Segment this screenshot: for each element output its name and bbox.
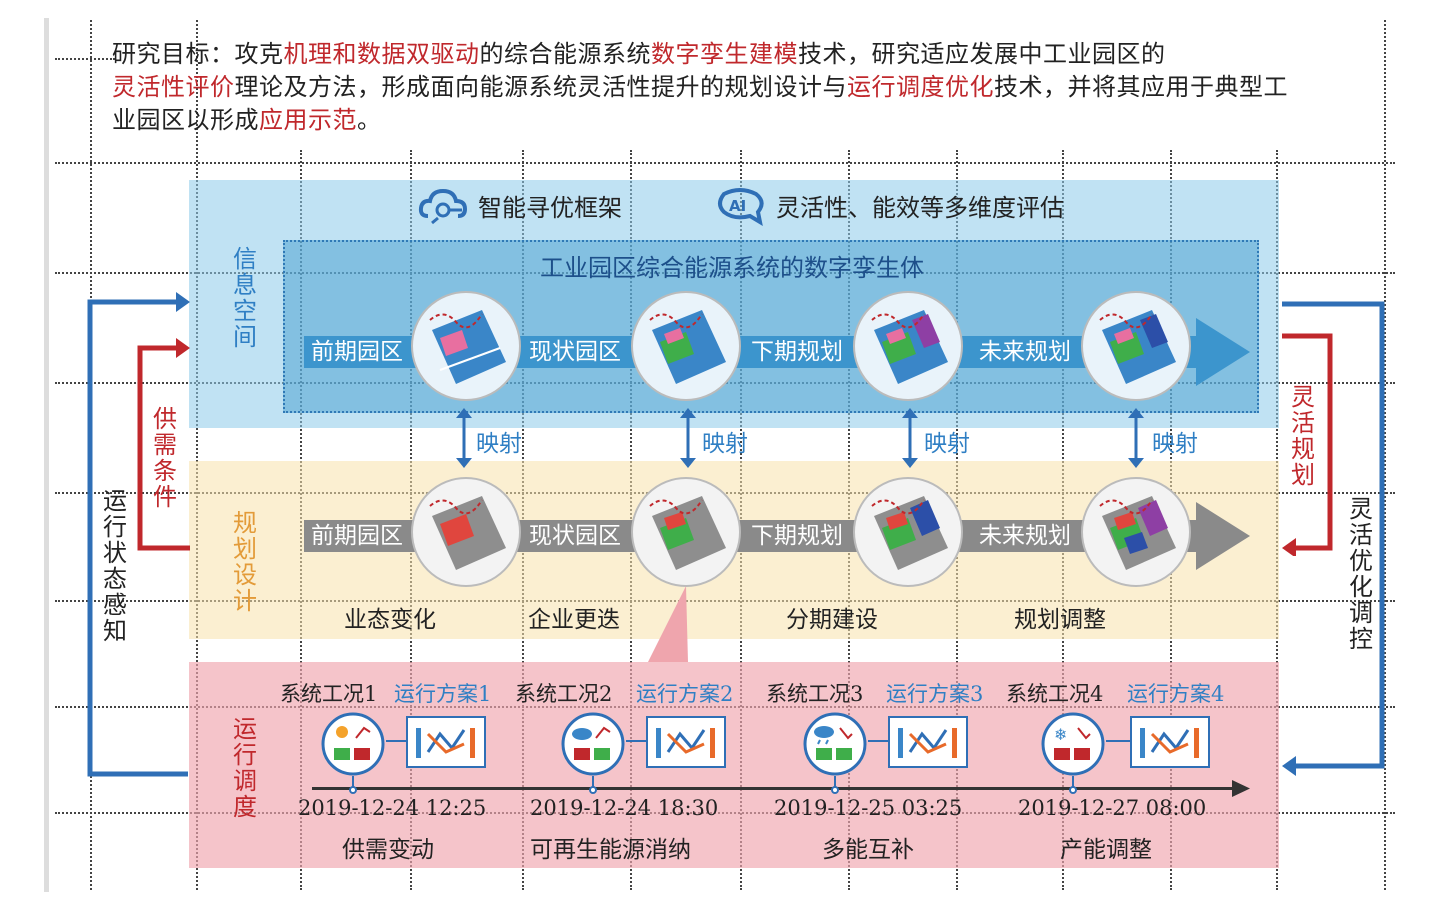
grid-line — [55, 162, 1395, 164]
stage-label: 下期规划 — [751, 523, 843, 549]
plan-caption: 业态变化 — [344, 607, 436, 633]
dispatch-chart-icon — [888, 716, 968, 768]
mapping-label: 映射 — [1152, 431, 1198, 457]
scenario-caption: 多能互补 — [822, 837, 914, 863]
cloud-gear-icon — [418, 188, 468, 225]
intro-highlight: 运行调度优化 — [847, 73, 994, 101]
dispatch-chart-icon — [406, 716, 486, 768]
connector — [626, 740, 646, 742]
stage-label: 前期园区 — [311, 523, 403, 549]
flex-planning-loop-arrow — [1282, 333, 1333, 556]
mapping-arrow-icon — [1128, 408, 1144, 468]
intro-text: 理论及方法，形成面向能源系统灵活性提升的规划设计与 — [234, 73, 847, 101]
scenario-condition: 系统工况1 — [280, 682, 378, 706]
scenario-caption: 供需变动 — [342, 837, 434, 863]
connector — [868, 740, 888, 742]
mapping-label: 映射 — [476, 431, 522, 457]
plan-caption: 规划调整 — [1014, 607, 1106, 633]
scenario-plan: 运行方案3 — [886, 682, 984, 706]
mapping-label: 映射 — [702, 431, 748, 457]
grid-line — [55, 58, 115, 60]
park-map-plan-3 — [853, 477, 963, 587]
intro-text: 的综合能源系统 — [479, 40, 651, 68]
framework-label: 智能寻优框架 — [478, 194, 622, 222]
scenario-plan: 运行方案1 — [394, 682, 492, 706]
intro-highlight: 灵活性评价 — [112, 73, 235, 101]
park-map-info-4 — [1081, 291, 1191, 401]
park-map-info-3 — [853, 291, 963, 401]
stage-label: 现状园区 — [529, 339, 621, 365]
twin-title: 工业园区综合能源系统的数字孪生体 — [540, 254, 924, 282]
svg-text:AI: AI — [729, 197, 746, 215]
research-goal-text: 研究目标：攻克机理和数据双驱动的综合能源系统数字孪生建模技术，研究适应发展中工业… — [112, 38, 1292, 137]
mapping-arrow-icon — [456, 408, 472, 468]
sun-icon — [321, 712, 385, 794]
mapping-label: 映射 — [924, 431, 970, 457]
ai-brain-icon: AI — [718, 188, 764, 226]
park-map-plan-1 — [411, 477, 521, 587]
snow-icon: ❄ — [1041, 712, 1105, 794]
grid-line — [1384, 20, 1386, 890]
stage-label: 前期园区 — [311, 339, 403, 365]
svg-text:❄: ❄ — [1054, 725, 1067, 744]
supply-demand-loop-arrow — [137, 338, 190, 551]
status-sensing-loop-arrow — [87, 292, 190, 777]
park-map-plan-4 — [1081, 477, 1191, 587]
scenario-time: 2019-12-27 08:00 — [1018, 796, 1207, 820]
scenario-plan: 运行方案4 — [1127, 682, 1225, 706]
intro-highlight: 应用示范 — [259, 106, 357, 134]
scenario-time: 2019-12-24 12:25 — [298, 796, 487, 820]
arrow-right-icon — [1196, 502, 1250, 570]
callout-pointer — [648, 586, 688, 662]
plan-caption: 分期建设 — [786, 607, 878, 633]
page-margin-bar — [44, 18, 49, 892]
stage-label: 下期规划 — [751, 339, 843, 365]
connector — [386, 740, 406, 742]
scenario-condition: 系统工况3 — [766, 682, 864, 706]
rain-icon — [803, 712, 867, 794]
stage-label: 现状园区 — [529, 523, 621, 549]
scenario-time: 2019-12-24 18:30 — [530, 796, 719, 820]
grid-line — [196, 20, 198, 890]
intro-text: 研究目标：攻克 — [112, 40, 284, 68]
park-map-info-2 — [631, 291, 741, 401]
plan-caption: 企业更迭 — [528, 607, 620, 633]
mapping-arrow-icon — [902, 408, 918, 468]
scenario-condition: 系统工况4 — [1006, 682, 1104, 706]
park-map-plan-2 — [631, 477, 741, 587]
band-label-plan: 规划设计 — [233, 509, 257, 615]
stage-label: 未来规划 — [979, 523, 1071, 549]
scenario-caption: 可再生能源消纳 — [530, 837, 691, 863]
scenario-time: 2019-12-25 03:25 — [774, 796, 963, 820]
arrow-right-icon — [1196, 318, 1250, 386]
info-space-band — [189, 180, 1279, 428]
timeline-axis — [312, 787, 1236, 790]
mapping-arrow-icon — [680, 408, 696, 468]
stage-label: 未来规划 — [979, 339, 1071, 365]
intro-highlight: 机理和数据双驱动 — [283, 40, 480, 68]
evaluation-label: 灵活性、能效等多维度评估 — [776, 194, 1064, 222]
flex-planning-label: 灵活规划 — [1291, 383, 1315, 489]
band-label-op: 运行调度 — [233, 715, 257, 821]
status-sensing-label: 运行状态感知 — [103, 487, 127, 645]
cloud-icon — [561, 712, 625, 794]
flex-control-loop-arrow — [1282, 301, 1385, 776]
supply-demand-label: 供需条件 — [153, 405, 177, 511]
intro-highlight: 数字孪生建模 — [651, 40, 798, 68]
scenario-condition: 系统工况2 — [515, 682, 613, 706]
connector — [1106, 740, 1130, 742]
scenario-plan: 运行方案2 — [636, 682, 734, 706]
dispatch-chart-icon — [1130, 716, 1210, 768]
flex-control-label: 灵活优化调控 — [1349, 495, 1373, 653]
scenario-caption: 产能调整 — [1060, 837, 1152, 863]
intro-text: 技术，并将其应用于典型工业园区以形成 — [112, 73, 1288, 134]
park-map-info-1 — [411, 291, 521, 401]
arrow-right-icon — [1232, 780, 1250, 797]
band-label-info: 信息空间 — [233, 245, 257, 351]
dispatch-chart-icon — [646, 716, 726, 768]
intro-text: 。 — [357, 106, 382, 134]
intro-text: 技术，研究适应发展中工业园区的 — [798, 40, 1166, 68]
